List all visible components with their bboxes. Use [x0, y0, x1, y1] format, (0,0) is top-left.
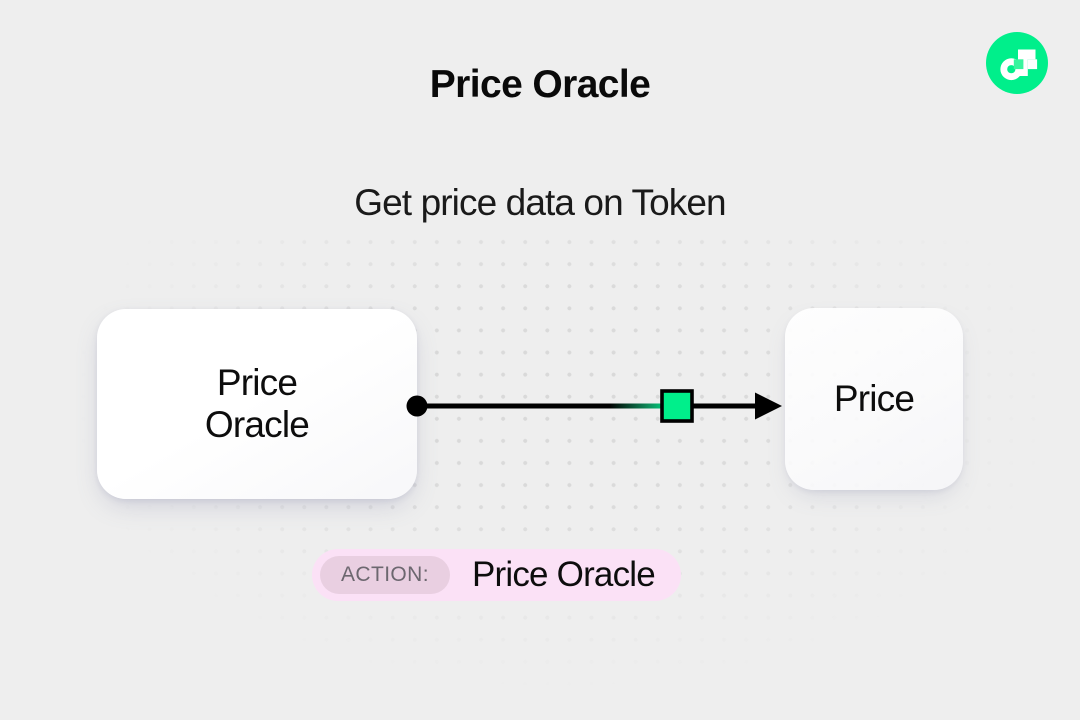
edge-start-dot	[406, 395, 428, 417]
flow-logo-icon	[986, 32, 1048, 94]
action-badge-label: ACTION:	[320, 556, 450, 594]
edge-midpoint-square	[660, 389, 694, 423]
diagram-node-target-label: Price	[833, 378, 915, 420]
edge-line-left	[416, 403, 664, 409]
flow-logo-svg	[986, 32, 1048, 94]
page-title: Price Oracle	[429, 63, 651, 106]
action-badge[interactable]: ACTION: Price Oracle	[312, 549, 681, 601]
node-source-label-line-1: Price	[216, 362, 298, 404]
diagram-node-target[interactable]: Price	[785, 308, 963, 490]
diagram-edge-svg	[406, 389, 782, 423]
edge-arrowhead-icon	[755, 392, 782, 420]
action-badge-value: Price Oracle	[471, 555, 656, 594]
node-source-label-line-2: Oracle	[204, 404, 310, 445]
edge-line-right	[690, 403, 756, 409]
diagram-node-source-label: Price Oracle	[204, 362, 310, 446]
page-subtitle: Get price data on Token	[354, 182, 726, 223]
diagram-edge[interactable]	[400, 380, 800, 436]
diagram-node-source[interactable]: Price Oracle	[97, 309, 417, 499]
